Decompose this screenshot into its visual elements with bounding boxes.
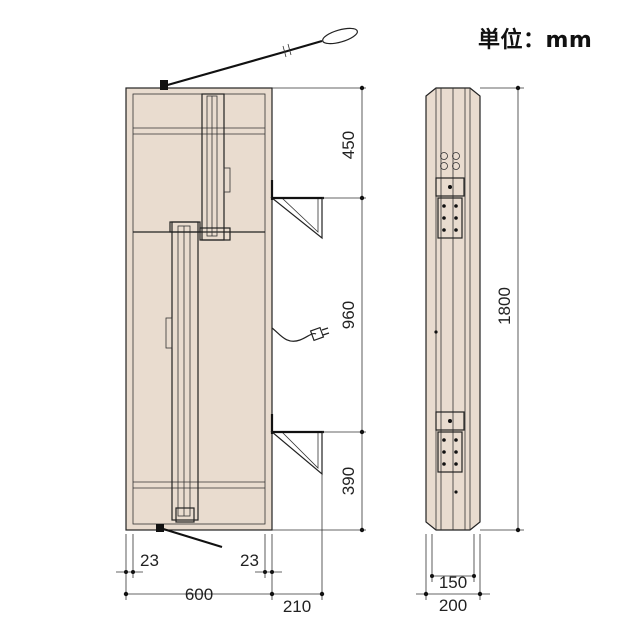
front-view: 450 960 390 23 23 600 210 xyxy=(116,27,366,616)
dim-margin-right: 23 xyxy=(240,551,259,570)
dim-width: 600 xyxy=(185,585,213,604)
upper-swing-arm xyxy=(199,93,231,241)
upper-wall-bracket xyxy=(270,180,324,240)
side-view: 1800 150 200 xyxy=(416,85,524,615)
lower-swing-arm xyxy=(165,221,201,523)
horizontal-dimensions: 23 23 600 210 xyxy=(116,474,325,616)
lower-wall-bracket xyxy=(270,414,324,476)
dim-depth-outer: 200 xyxy=(439,596,467,615)
front-panel xyxy=(126,88,272,530)
height-dimension: 1800 xyxy=(480,85,524,533)
unit-label: 単位：mm xyxy=(478,28,593,53)
dim-lower-gap: 390 xyxy=(339,467,358,495)
dim-depth-inner: 150 xyxy=(439,573,467,592)
lower-mounting-plate xyxy=(435,411,465,473)
depth-dimensions: 150 200 xyxy=(416,534,490,615)
vertical-dimension-chain: 450 960 390 xyxy=(272,85,366,533)
dim-margin-left: 23 xyxy=(140,551,159,570)
upper-mounting-plate xyxy=(435,177,465,239)
dim-upper-gap: 450 xyxy=(339,131,358,159)
dim-middle-gap: 960 xyxy=(339,301,358,329)
bottom-handle xyxy=(156,524,223,549)
dim-height: 1800 xyxy=(495,287,514,325)
power-cord-plug xyxy=(271,326,330,342)
dim-bracket-depth: 210 xyxy=(283,597,311,616)
top-handle xyxy=(160,27,358,90)
